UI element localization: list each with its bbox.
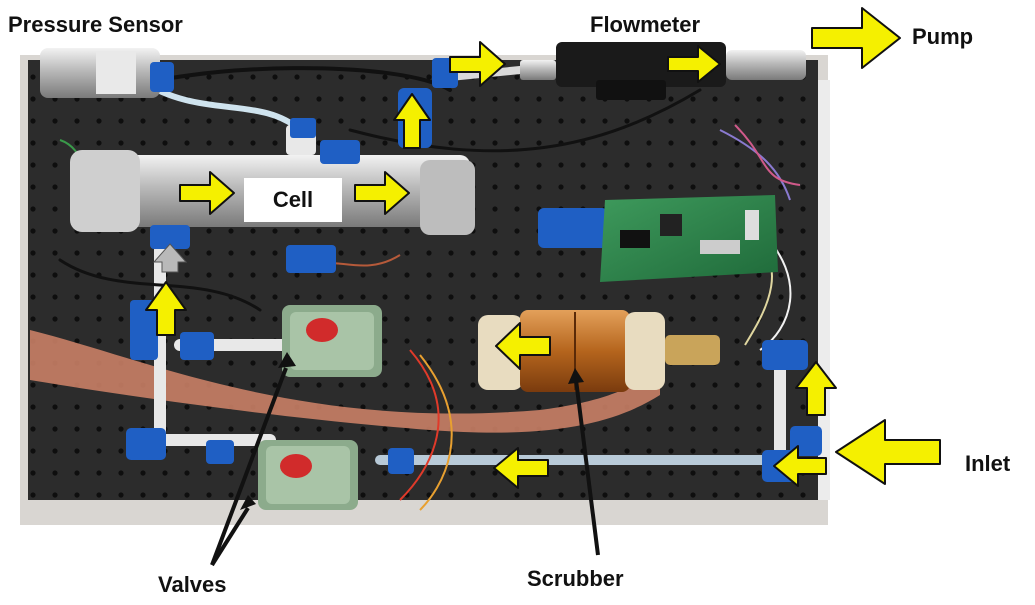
label-cell: Cell [244, 178, 342, 222]
label-valves: Valves [158, 572, 227, 597]
pressure-sensor [40, 48, 174, 98]
flow-arrow-left [835, 419, 941, 485]
circuit-board [600, 195, 778, 282]
flow-arrow-right [354, 171, 410, 215]
flow-arrow-left [495, 322, 551, 370]
flow-arrow-up [795, 361, 837, 416]
flow-arrow-up-grey [152, 243, 188, 273]
label-pump: Pump [912, 24, 974, 49]
flow-arrow-left [493, 447, 549, 489]
flowmeter [520, 42, 806, 100]
valve-upper [282, 305, 382, 377]
annotation-pointers [210, 352, 600, 567]
label-inlet: Inlet [965, 451, 1011, 476]
flow-arrow-up [393, 93, 431, 149]
flow-arrow-up [145, 281, 187, 336]
label-pressure-sensor: Pressure Sensor [8, 12, 183, 37]
flow-arrow-right [449, 41, 506, 87]
flow-arrows [145, 7, 941, 489]
flow-arrow-right [811, 7, 901, 69]
flow-arrow-right [179, 171, 235, 215]
flow-arrow-left [773, 445, 827, 487]
label-flowmeter: Flowmeter [590, 12, 701, 37]
label-scrubber: Scrubber [527, 566, 624, 591]
flow-arrow-right [667, 45, 721, 83]
valve-lower [258, 440, 358, 510]
